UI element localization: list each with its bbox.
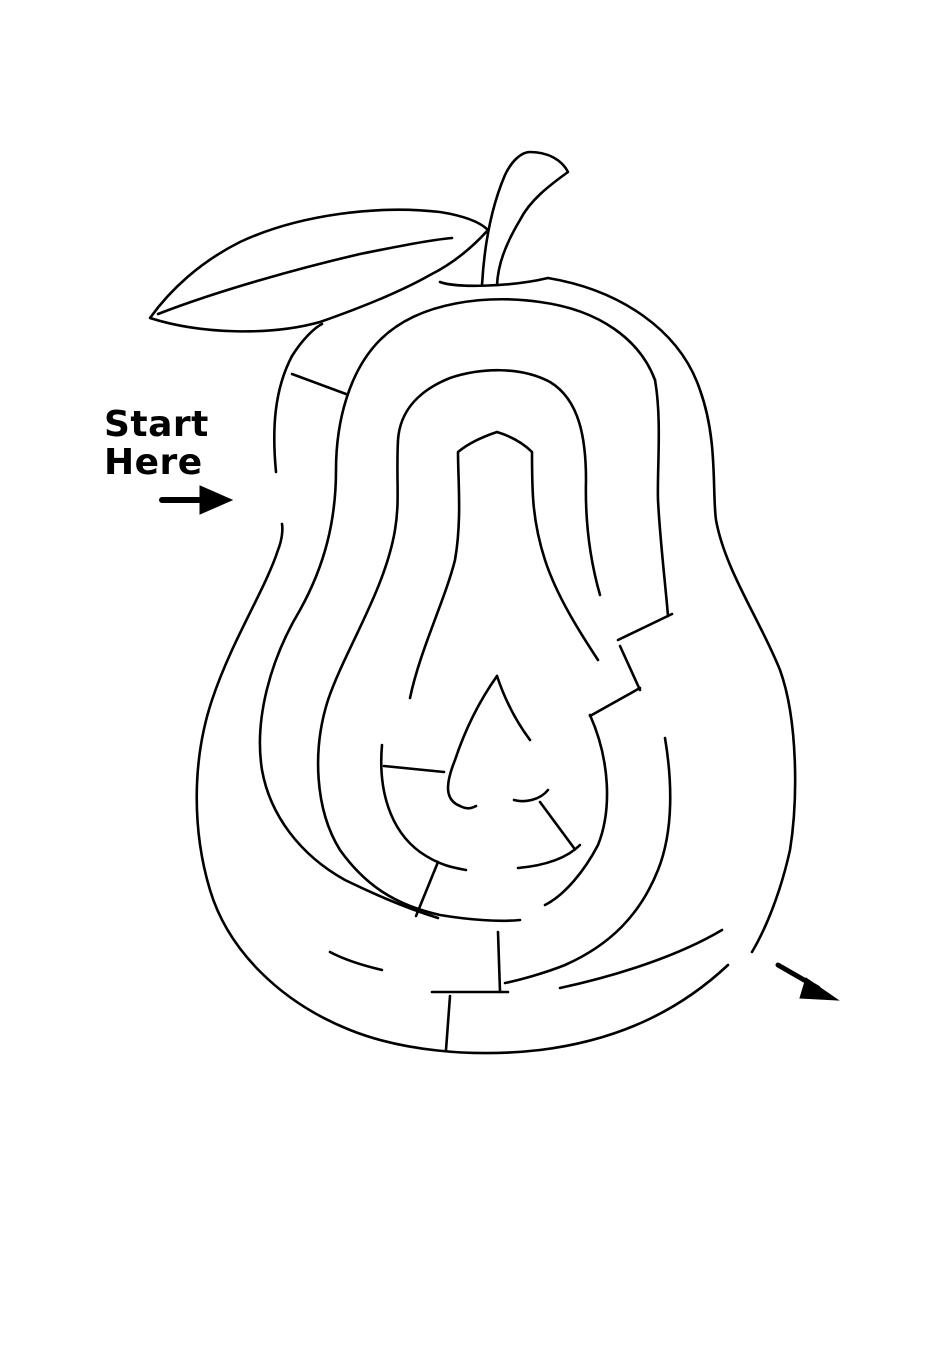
maze-outer-wall-bottom xyxy=(195,522,730,1055)
cross-wall-right-lower xyxy=(588,686,642,718)
cross-wall-lower-right-arc xyxy=(558,928,724,990)
maze-center-drop xyxy=(446,674,499,810)
start-label: Start Here xyxy=(104,406,209,482)
maze-ring-2-lower-right xyxy=(503,736,672,985)
pear-stem xyxy=(480,150,570,287)
leaf-outline xyxy=(148,208,490,333)
cross-wall-lower-left-arc xyxy=(328,950,384,972)
cross-wall-upper-left xyxy=(290,372,348,396)
arrow-right-icon xyxy=(159,485,234,515)
cross-wall-bottom-mid xyxy=(496,930,502,994)
maze-ring-3-right xyxy=(543,713,609,907)
cross-wall-bottom-drop xyxy=(444,994,452,1052)
maze-outer-wall-upper-left xyxy=(272,322,324,474)
maze-cross-walls xyxy=(290,372,724,1052)
cross-wall-right-upper xyxy=(616,612,674,642)
maze-ring-4-left xyxy=(408,430,600,700)
maze-ring-2-left xyxy=(258,298,657,920)
maze-ring-3 xyxy=(316,368,602,923)
maze-center-drop-right xyxy=(495,674,532,742)
maze-ring-4-bottom xyxy=(380,743,468,872)
start-label-line2: Here xyxy=(104,442,203,483)
cross-wall-inner-left xyxy=(382,764,446,774)
cross-wall-inner-right xyxy=(538,800,576,850)
start-label-line1: Start xyxy=(104,404,209,445)
cross-wall-bottom-left xyxy=(414,860,440,918)
arrow-down-right-icon xyxy=(775,962,840,1001)
cross-wall-right-mid xyxy=(618,644,642,692)
maze-ring-4-bottom-right xyxy=(516,843,582,870)
pear-leaf xyxy=(148,208,490,333)
maze-center-drop-tail xyxy=(512,788,550,803)
maze-ring-2-right xyxy=(653,378,670,618)
maze-outer-wall xyxy=(438,276,797,954)
stem-outline xyxy=(480,150,570,287)
leaf-vein xyxy=(156,236,454,316)
